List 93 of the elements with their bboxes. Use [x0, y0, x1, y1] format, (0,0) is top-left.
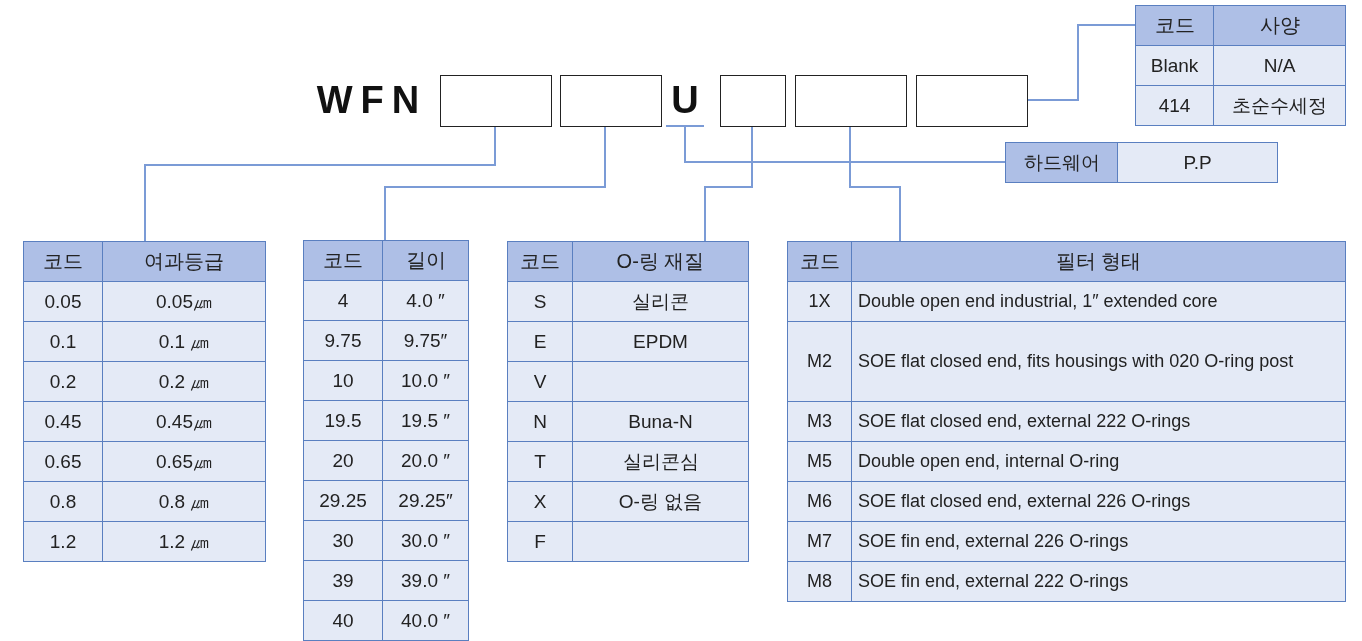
table-cell: S [507, 281, 573, 322]
table-cell: 20.0 ″ [382, 440, 469, 481]
table-cell: M3 [787, 401, 852, 442]
table-cell: 실리콘심 [572, 441, 749, 482]
table-cell: E [507, 321, 573, 362]
table-cell: SOE flat closed end, external 226 O-rings [851, 481, 1346, 522]
table-cell: 39.0 ″ [382, 560, 469, 601]
table-cell: 0.65㎛ [102, 441, 266, 482]
leader-line [384, 126, 606, 241]
table-cell: X [507, 481, 573, 522]
table-cell: 1.2 [23, 521, 103, 562]
spec-table [1135, 5, 1345, 125]
table-cell: F [507, 521, 573, 562]
table-cell: 30 [303, 520, 383, 561]
code-box [560, 75, 662, 127]
table-cell: Buna-N [572, 401, 749, 442]
table-cell: 10 [303, 360, 383, 401]
table-cell: 0.2 [23, 361, 103, 402]
table-cell: 30.0 ″ [382, 520, 469, 561]
spec-table [507, 241, 748, 561]
table-cell: 0.05㎛ [102, 281, 266, 322]
header-cell: 하드웨어 [1005, 142, 1118, 183]
table-cell: 0.45 [23, 401, 103, 442]
table-cell: SOE flat closed end, fits housings with 020 O-ring post [851, 321, 1346, 402]
table-cell: 19.5 [303, 400, 383, 441]
table-cell: 0.45㎛ [102, 401, 266, 442]
table-cell: 0.8 [23, 481, 103, 522]
table-cell: Double open end industrial, 1″ extended core [851, 281, 1346, 322]
table-cell: 1X [787, 281, 852, 322]
table-cell: 0.1 ㎛ [102, 321, 266, 362]
table-cell: T [507, 441, 573, 482]
header-cell: 코드 [787, 241, 852, 282]
table-cell: 초순수세정 [1213, 85, 1346, 126]
leader-line [684, 126, 1006, 163]
table-cell: 4 [303, 280, 383, 321]
table-cell: M7 [787, 521, 852, 562]
table-cell: 0.65 [23, 441, 103, 482]
code-box [795, 75, 907, 127]
code-box [440, 75, 552, 127]
model-code-text: WFN [316, 78, 428, 122]
header-cell: 코드 [303, 240, 383, 281]
table-cell: 0.8 ㎛ [102, 481, 266, 522]
header-cell: 필터 형태 [851, 241, 1346, 282]
table-cell: M6 [787, 481, 852, 522]
table-cell: 실리콘 [572, 281, 749, 322]
header-cell: 코드 [1135, 5, 1214, 46]
table-cell: 10.0 ″ [382, 360, 469, 401]
header-cell: 사양 [1213, 5, 1346, 46]
table-cell: N [507, 401, 573, 442]
header-cell: 코드 [507, 241, 573, 282]
header-cell: O-링 재질 [572, 241, 749, 282]
table-cell: Blank [1135, 45, 1214, 86]
table-cell: 29.25″ [382, 480, 469, 521]
table-cell: V [507, 361, 573, 402]
leader-line [704, 126, 753, 242]
header-cell: 코드 [23, 241, 103, 282]
table-cell: 39 [303, 560, 383, 601]
table-cell: 1.2 ㎛ [102, 521, 266, 562]
table-cell: 0.2 ㎛ [102, 361, 266, 402]
table-cell: N/A [1213, 45, 1346, 86]
table-cell: 20 [303, 440, 383, 481]
spec-table [23, 241, 265, 561]
code-box [720, 75, 786, 127]
spec-table [787, 241, 1345, 601]
table-cell: 29.25 [303, 480, 383, 521]
model-code-text: U [671, 78, 699, 122]
spec-table [1005, 142, 1277, 182]
table-cell: M2 [787, 321, 852, 402]
table-cell: 9.75″ [382, 320, 469, 361]
leader-line [1027, 24, 1136, 101]
code-box [916, 75, 1028, 127]
leader-line [849, 126, 901, 242]
table-cell: 4.0 ″ [382, 280, 469, 321]
table-cell: M5 [787, 441, 852, 482]
leader-line [144, 126, 496, 242]
table-cell: SOE fin end, external 226 O-rings [851, 521, 1346, 562]
table-cell: M8 [787, 561, 852, 602]
table-cell: P.P [1117, 142, 1278, 183]
table-cell: SOE fin end, external 222 O-rings [851, 561, 1346, 602]
table-cell: 9.75 [303, 320, 383, 361]
table-cell: 40.0 ″ [382, 600, 469, 641]
table-cell: 0.1 [23, 321, 103, 362]
table-cell: SOE flat closed end, external 222 O-rings [851, 401, 1346, 442]
header-cell: 길이 [382, 240, 469, 281]
table-cell: Double open end, internal O-ring [851, 441, 1346, 482]
table-cell: 40 [303, 600, 383, 641]
table-cell: 0.05 [23, 281, 103, 322]
spec-table [303, 240, 468, 640]
table-cell: EPDM [572, 321, 749, 362]
header-cell: 여과등급 [102, 241, 266, 282]
table-cell: O-링 없음 [572, 481, 749, 522]
table-cell: 19.5 ″ [382, 400, 469, 441]
table-cell: 414 [1135, 85, 1214, 126]
